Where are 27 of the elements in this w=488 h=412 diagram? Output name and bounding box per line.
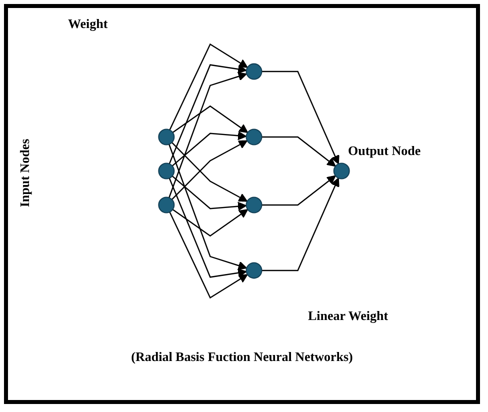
weight-label: Linear Weight — [308, 308, 388, 323]
arrow — [168, 64, 247, 164]
weight-label: Weight — [68, 16, 108, 31]
arrow — [172, 131, 247, 166]
caption: (Radial Basis Fuction Neural Networks) — [131, 349, 353, 364]
arrow — [262, 70, 340, 164]
node-circle — [246, 63, 262, 80]
arrow — [262, 175, 336, 206]
arrow — [172, 105, 248, 134]
arrow — [168, 72, 248, 198]
arrow — [262, 178, 340, 272]
node-circle — [333, 162, 350, 180]
arrow — [169, 43, 248, 130]
node-circle — [158, 128, 175, 146]
arrow — [168, 144, 248, 270]
node-circle — [246, 196, 262, 214]
arrow — [168, 178, 247, 278]
node-circle — [158, 196, 175, 214]
arrow — [169, 212, 248, 299]
arrow — [172, 208, 248, 237]
arrow — [262, 136, 336, 167]
layer-label: Input Nodes — [17, 138, 33, 208]
arrow — [172, 176, 247, 211]
node-circle — [158, 162, 175, 180]
node-circle — [246, 262, 262, 279]
node-circle — [246, 128, 262, 146]
layer-label: Output Node — [348, 143, 421, 158]
